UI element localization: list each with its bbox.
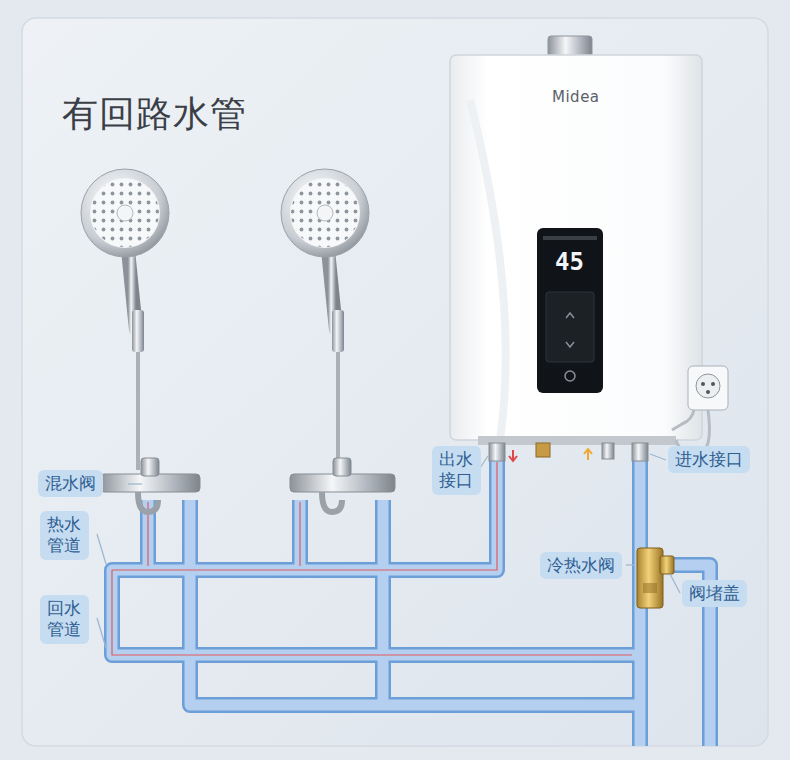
callout-box: 进水接口 <box>668 446 750 473</box>
callout-text: 冷热水阀 <box>547 555 615 576</box>
callout-text: 阀堵盖 <box>689 583 740 604</box>
diagram-title: 有回路水管 <box>62 90 247 139</box>
callout-box: 阀堵盖 <box>682 580 747 607</box>
brand-logo: Midea <box>552 88 600 106</box>
callout-text: 进水接口 <box>675 449 743 470</box>
callout-box: 出水接口 <box>432 446 481 495</box>
callout-text: 混水阀 <box>45 473 96 494</box>
callout-box: 回水管道 <box>40 595 89 644</box>
callout-box: 热水管道 <box>40 511 89 560</box>
display-temperature: 45 <box>555 248 584 276</box>
callout-text: 出水接口 <box>439 449 474 492</box>
callout-box: 混水阀 <box>38 470 103 497</box>
callout-text: 回水管道 <box>47 598 82 641</box>
callout-box: 冷热水阀 <box>540 552 622 579</box>
callout-text: 热水管道 <box>47 514 82 557</box>
